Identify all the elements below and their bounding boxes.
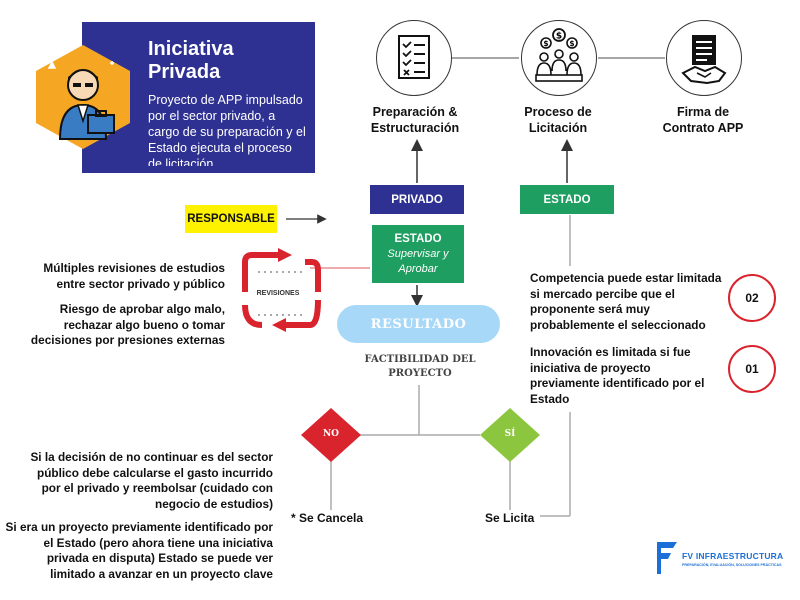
step-label-licitacion: Proceso de Licitación xyxy=(524,105,592,135)
businessman-hexagon-icon xyxy=(36,45,130,149)
svg-text:$: $ xyxy=(569,39,574,48)
estado-supervisar-box: ESTADO Supervisar y Aprobar xyxy=(372,225,464,283)
step-circle-preparacion xyxy=(376,20,452,96)
revisiones-label: REVISIONES xyxy=(256,290,300,297)
fv-logo-icon xyxy=(657,542,677,574)
decision-no-label: NO xyxy=(322,429,340,439)
estado-box: ESTADO xyxy=(520,185,614,214)
svg-text:$: $ xyxy=(543,39,548,48)
logo-name: FV INFRAESTRUCTURA xyxy=(682,551,784,561)
decision-si-label: SÍ xyxy=(504,429,516,439)
checklist-icon xyxy=(398,35,430,79)
number-badge-01: 01 xyxy=(728,345,776,393)
note-competencia: Competencia puede estar limitada si merc… xyxy=(530,271,722,332)
step-circle-licitacion: $ $ $ xyxy=(521,20,597,96)
note-multiples-revisiones: Múltiples revisiones de estudios entre s… xyxy=(43,261,225,291)
se-cancela-label: * Se Cancela xyxy=(291,511,364,525)
responsable-tag: RESPONSABLE xyxy=(185,205,277,233)
logo-tagline: PREPARACIÓN, EVALUACIÓN, SOLUCIONES PRÁC… xyxy=(682,563,782,567)
step-circle-firma xyxy=(666,20,742,96)
note-si-era: Si era un proyecto previamente identific… xyxy=(5,520,273,581)
number-badge-02: 02 xyxy=(728,274,776,322)
resultado-pill: RESULTADO xyxy=(337,305,500,343)
note-si-decision: Si la decisión de no continuar es del se… xyxy=(30,450,273,511)
factibilidad-label: FACTIBILIDAD DEL PROYECTO xyxy=(364,354,476,379)
note-riesgo: Riesgo de aprobar algo malo, rechazar al… xyxy=(30,302,225,347)
header-description: Proyecto de APP impulsado por el sector … xyxy=(148,93,306,166)
privado-box: PRIVADO xyxy=(370,185,464,214)
bidding-people-icon: $ $ $ xyxy=(535,28,583,82)
svg-text:$: $ xyxy=(556,32,562,42)
note-innovacion: Innovación es limitada si fue iniciativa… xyxy=(530,345,705,406)
step-label-firma: Firma de Contrato APP xyxy=(662,105,744,135)
header-title: Iniciativa Privada xyxy=(148,38,234,83)
se-licita-label: Se Licita xyxy=(485,511,535,525)
estado-supervisar-subtitle: Supervisar y Aprobar xyxy=(387,247,449,275)
estado-supervisar-title: ESTADO xyxy=(394,232,442,245)
step-label-preparacion: Preparación & Estructuración xyxy=(370,105,460,135)
contract-handshake-icon xyxy=(681,35,727,85)
